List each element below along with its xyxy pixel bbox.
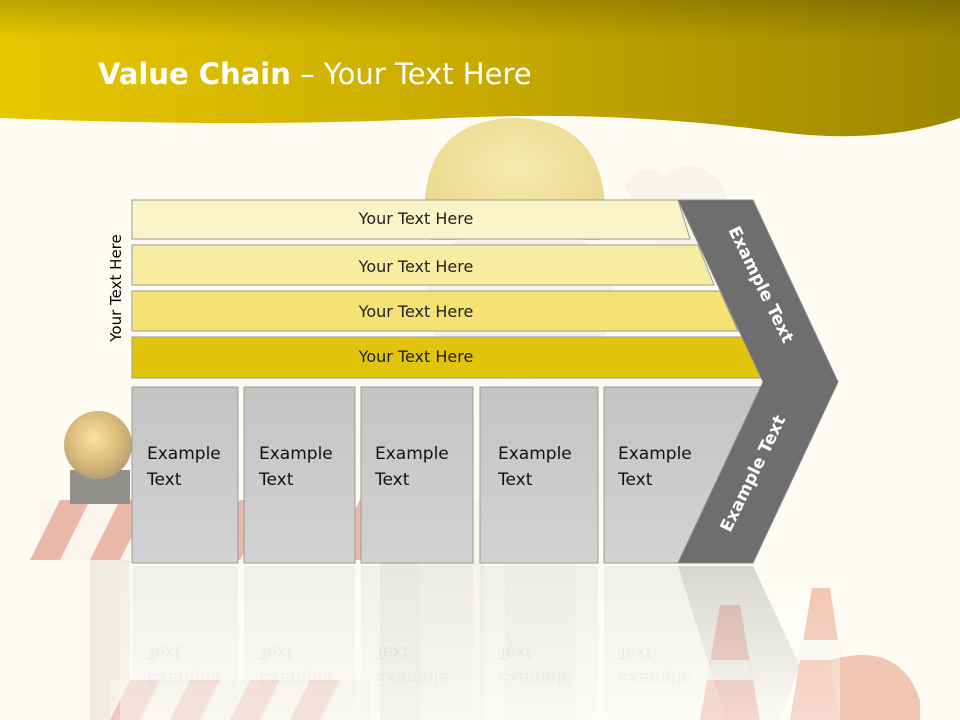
chevron-shape [677,199,839,564]
band-label: Your Text Here [358,302,474,321]
column-text-line2: Text [374,470,410,490]
side-label: Your Text Here [107,234,125,342]
column-box [131,386,239,564]
column-box [243,386,356,564]
column-group: Example Text Example Text Example Text E… [131,386,763,564]
warning-lamp-shape [64,411,132,504]
column-box [360,386,474,564]
column-text-line1: Example [147,444,221,464]
column-text-line2: Text [617,470,653,490]
header-band [0,0,960,137]
title-bold-part: Value Chain [98,57,291,91]
column-text-line2: Text [258,470,294,490]
slide-title: Value Chain – Your Text Here [98,57,532,91]
column-text-line2: Text [497,470,533,490]
column-text-line1: Example [375,444,449,464]
column-text-line2: Text [146,470,182,490]
column-box [479,386,599,564]
column-text-line1: Example [498,444,572,464]
column-text-line1: Example [618,444,692,464]
band-row [131,244,715,286]
band-row [131,290,739,332]
band-label: Your Text Here [358,257,474,276]
band-group: Your Text Here Your Text Here Your Text … [131,199,765,379]
band-label: Your Text Here [358,347,474,366]
column-text-line1: Example [259,444,333,464]
band-row [131,199,691,240]
reflection: Example Text Example Text Example Text E… [120,566,840,720]
band-label: Your Text Here [358,209,474,228]
title-rest-part: – Your Text Here [291,57,532,91]
